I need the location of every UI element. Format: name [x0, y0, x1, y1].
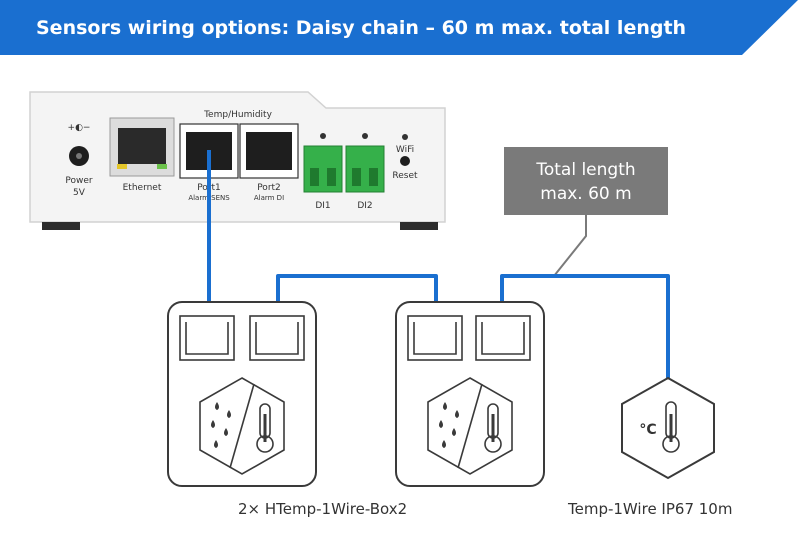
di2-terminal [345, 145, 385, 193]
banner-background [0, 0, 798, 55]
temperature-probe: °C [621, 376, 715, 480]
power-symbol: +◐− [68, 123, 91, 133]
note-line2: max. 60 m [540, 184, 631, 204]
humidity-temperature-icon [427, 377, 513, 475]
controller-device: +◐− Power 5V Ethernet Temp/Humidity Port… [29, 91, 446, 230]
temp-humidity-header: Temp/Humidity [203, 110, 272, 120]
di1-terminal [303, 145, 343, 193]
note-leader-line [553, 215, 587, 277]
box-caption: 2× HTemp-1Wire-Box2 [238, 500, 407, 518]
di2-label: DI2 [357, 201, 372, 211]
sensor-box-1 [167, 301, 317, 487]
port2-label: Port2 [257, 183, 281, 193]
humidity-temperature-icon [199, 377, 285, 475]
power-label: Power [65, 176, 93, 186]
total-length-note: Total length max. 60 m [504, 147, 668, 277]
device-foot-right [400, 222, 438, 230]
note-line1: Total length [535, 160, 635, 180]
banner-title: Sensors wiring options: Daisy chain – 60… [36, 17, 686, 39]
power-voltage: 5V [73, 188, 86, 198]
probe-caption: Temp-1Wire IP67 10m [567, 500, 732, 518]
title-banner: Sensors wiring options: Daisy chain – 60… [0, 0, 798, 55]
port2-sub: Alarm DI [254, 194, 284, 202]
wifi-label: WiFi [396, 145, 414, 155]
note-box [504, 147, 668, 215]
box2-port-out [475, 315, 531, 361]
di1-label: DI1 [315, 201, 330, 211]
box2-enclosure [395, 301, 545, 487]
probe-hexagon [621, 376, 715, 480]
box2-port-in [407, 315, 463, 361]
ethernet-label: Ethernet [123, 183, 162, 193]
box1-port-out [249, 315, 305, 361]
box1-enclosure [167, 301, 317, 487]
reset-label: Reset [392, 171, 418, 181]
box1-port-in [179, 315, 235, 361]
device-foot-left [42, 222, 80, 230]
sensor-box-2 [395, 301, 545, 487]
reset-button [400, 156, 410, 166]
probe-unit: °C [639, 422, 656, 438]
thermometer-icon [662, 401, 680, 453]
